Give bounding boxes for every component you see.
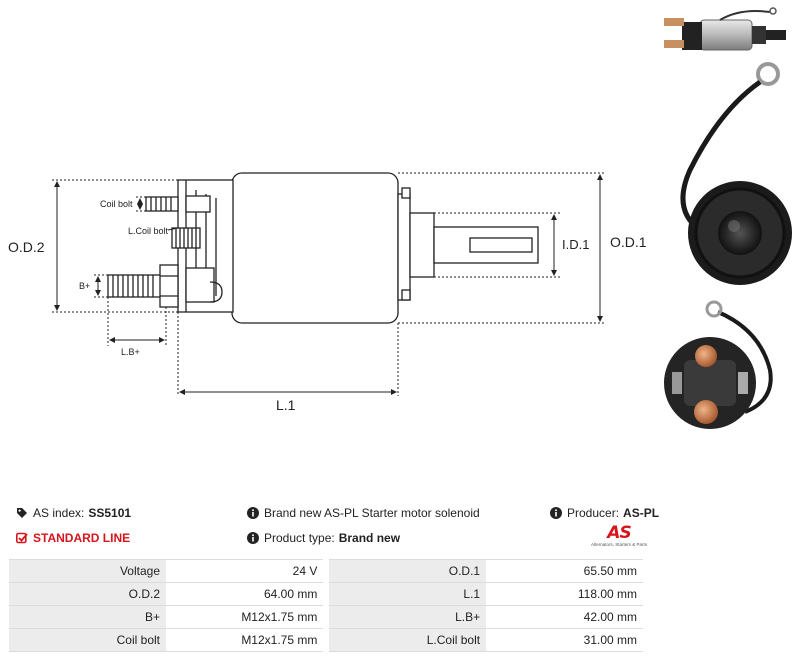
product-photo-terminals [664,300,773,429]
coil-bolt-label: Coil bolt [100,199,133,209]
spec-value: M12x1.75 mm [166,628,330,652]
spec-label: Voltage [9,559,166,583]
table-row: B+ M12x1.75 mm L.B+ 42.00 mm [9,605,649,629]
dimension-lines [52,172,606,396]
product-photo-side [664,7,786,51]
spec-label: O.D.2 [9,582,166,606]
spec-label: Coil bolt [9,628,166,652]
tag-icon [17,508,27,518]
logo-mark: AS [607,523,631,543]
product-photo-front [680,62,792,285]
spec-value: 64.00 mm [166,582,330,606]
spec-value: M12x1.75 mm [166,605,330,629]
spec-value: 65.50 mm [486,559,649,583]
standard-line: STANDARD LINE [16,531,130,545]
standard-line-text: STANDARD LINE [33,531,131,545]
description-text: Brand new AS-PL Starter motor solenoid [264,506,480,520]
lb-label: L.B+ [121,347,140,357]
spec-label: L.B+ [326,605,487,629]
lcoil-bolt-label: L.Coil bolt [128,226,169,236]
spec-label: L.Coil bolt [326,628,487,652]
product-type-value: Brand new [338,531,401,545]
table-row: O.D.2 64.00 mm L.1 118.00 mm [9,582,649,606]
table-row: Voltage 24 V O.D.1 65.50 mm [9,559,649,583]
info-circle-icon [550,507,562,519]
spec-value: 24 V [166,559,330,583]
description: Brand new AS-PL Starter motor solenoid [247,506,480,520]
specs-table: Voltage 24 V O.D.1 65.50 mm O.D.2 64.00 … [9,559,649,652]
product-type-label: Product type: [264,531,335,545]
check-square-icon [16,532,28,544]
od1-label: O.D.1 [610,234,647,250]
l1-label: L.1 [276,397,296,413]
brand-logo: AS Alternators, Starters & Parts [586,525,652,548]
od2-label: O.D.2 [8,239,45,255]
info-circle-icon [247,532,259,544]
logo-tagline: Alternators, Starters & Parts [590,542,648,547]
solenoid-outline [107,172,539,324]
technical-drawing: O.D.2 O.D.1 I.D.1 L.1 L.B+ B+ Coil bolt … [8,7,792,429]
product-type: Product type: Brand new [247,531,400,545]
id1-label: I.D.1 [562,237,589,252]
bplus-label: B+ [79,281,90,291]
spec-label: O.D.1 [326,559,487,583]
spec-value: 42.00 mm [486,605,649,629]
producer-value: AS-PL [623,506,660,520]
as-index-label: AS index: [33,506,85,520]
producer-label: Producer: [567,506,620,520]
as-index: AS index: SS5101 [16,506,131,520]
producer: Producer: AS-PL [550,506,659,520]
spec-label: L.1 [326,582,487,606]
table-row: Coil bolt M12x1.75 mm L.Coil bolt 31.00 … [9,628,649,652]
spec-value: 118.00 mm [486,582,649,606]
spec-label: B+ [9,605,166,629]
info-circle-icon [247,507,259,519]
spec-value: 31.00 mm [486,628,649,652]
as-index-value: SS5101 [88,506,132,520]
